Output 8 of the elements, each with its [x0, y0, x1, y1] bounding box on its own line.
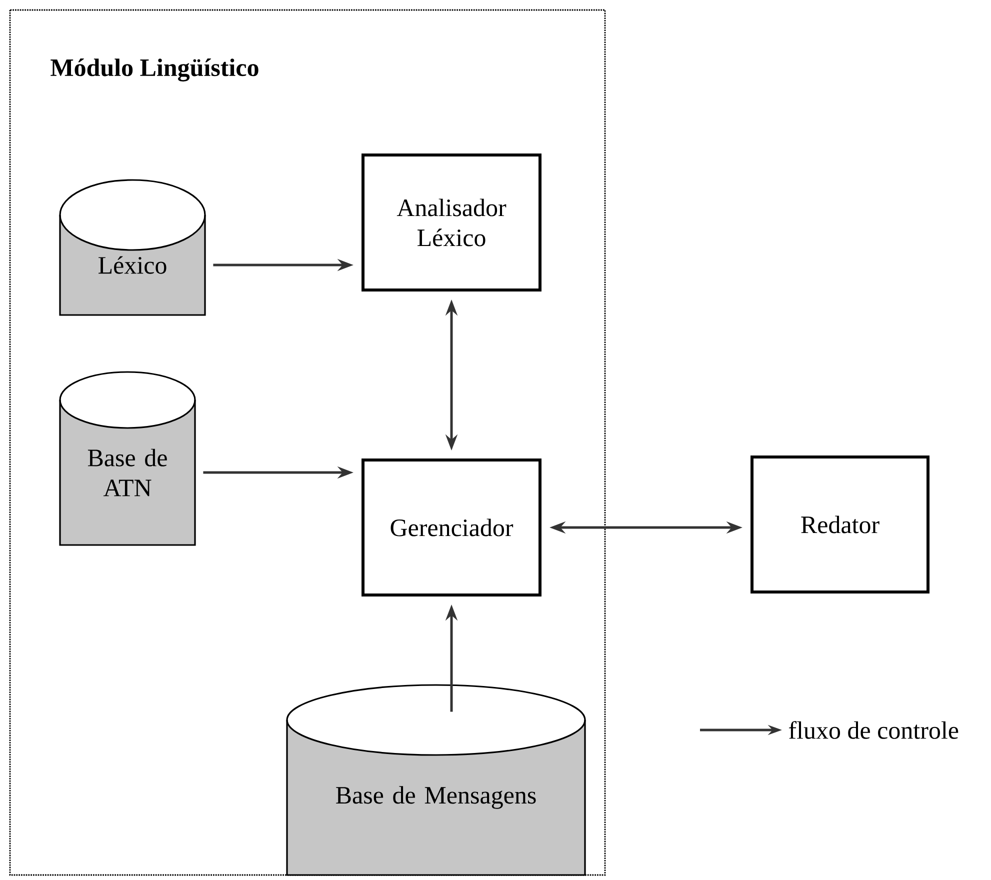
legend-text: fluxo de controle	[788, 721, 958, 739]
database-cylinder: Léxico	[59, 179, 206, 316]
database-cylinder: Base de ATN	[59, 371, 196, 546]
process-box: Gerenciador	[362, 458, 542, 596]
process-box: Analisador Léxico	[362, 154, 542, 292]
process-box: Redator	[750, 456, 930, 594]
database-cylinder: Base de Mensagens	[286, 684, 586, 876]
module-heading: Módulo Lingüístico	[50, 58, 258, 82]
